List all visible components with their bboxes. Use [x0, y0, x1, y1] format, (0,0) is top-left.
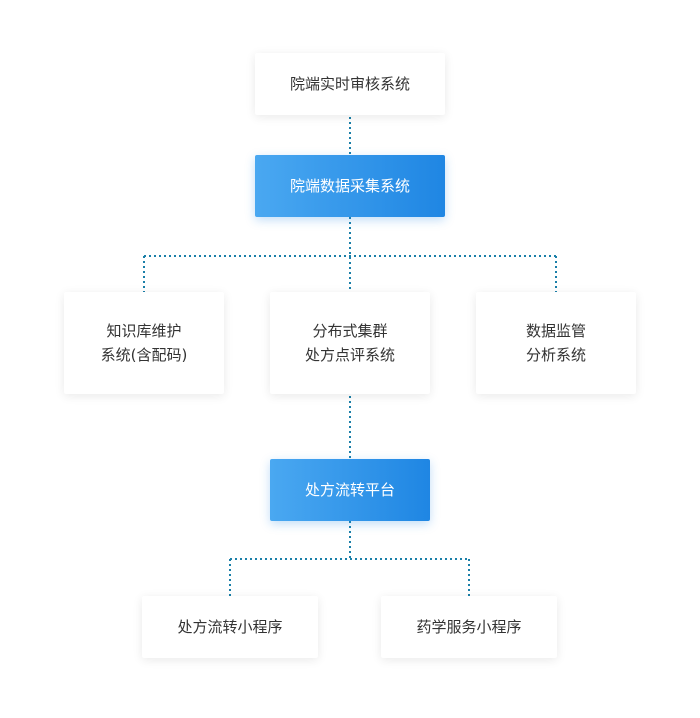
node-label-line-1: 数据监管 — [525, 322, 586, 340]
node-label: 院端实时审核系统 — [289, 75, 410, 93]
node-label: 处方流转平台 — [304, 481, 395, 499]
node-label: 处方流转小程序 — [177, 618, 283, 636]
node-prescription-mini-program: 处方流转小程序 — [142, 596, 318, 658]
node-data-collection-system: 院端数据采集系统 — [255, 155, 445, 217]
node-label: 院端数据采集系统 — [289, 177, 410, 195]
node-data-monitoring-system: 数据监管 分析系统 — [476, 292, 636, 394]
node-pharmacy-mini-program: 药学服务小程序 — [381, 596, 557, 658]
node-distributed-cluster-system: 分布式集群 处方点评系统 — [270, 292, 430, 394]
node-prescription-platform: 处方流转平台 — [270, 459, 430, 521]
node-label-line-2: 分析系统 — [525, 346, 586, 364]
node-label-line-2: 处方点评系统 — [304, 346, 395, 364]
node-knowledge-base-system: 知识库维护 系统(含配码) — [64, 292, 224, 394]
node-label-line-1: 知识库维护 — [106, 322, 182, 340]
node-label-line-2: 系统(含配码) — [100, 346, 188, 364]
node-realtime-review-system: 院端实时审核系统 — [255, 53, 445, 115]
node-label: 药学服务小程序 — [416, 618, 522, 636]
node-label-line-1: 分布式集群 — [312, 322, 388, 340]
